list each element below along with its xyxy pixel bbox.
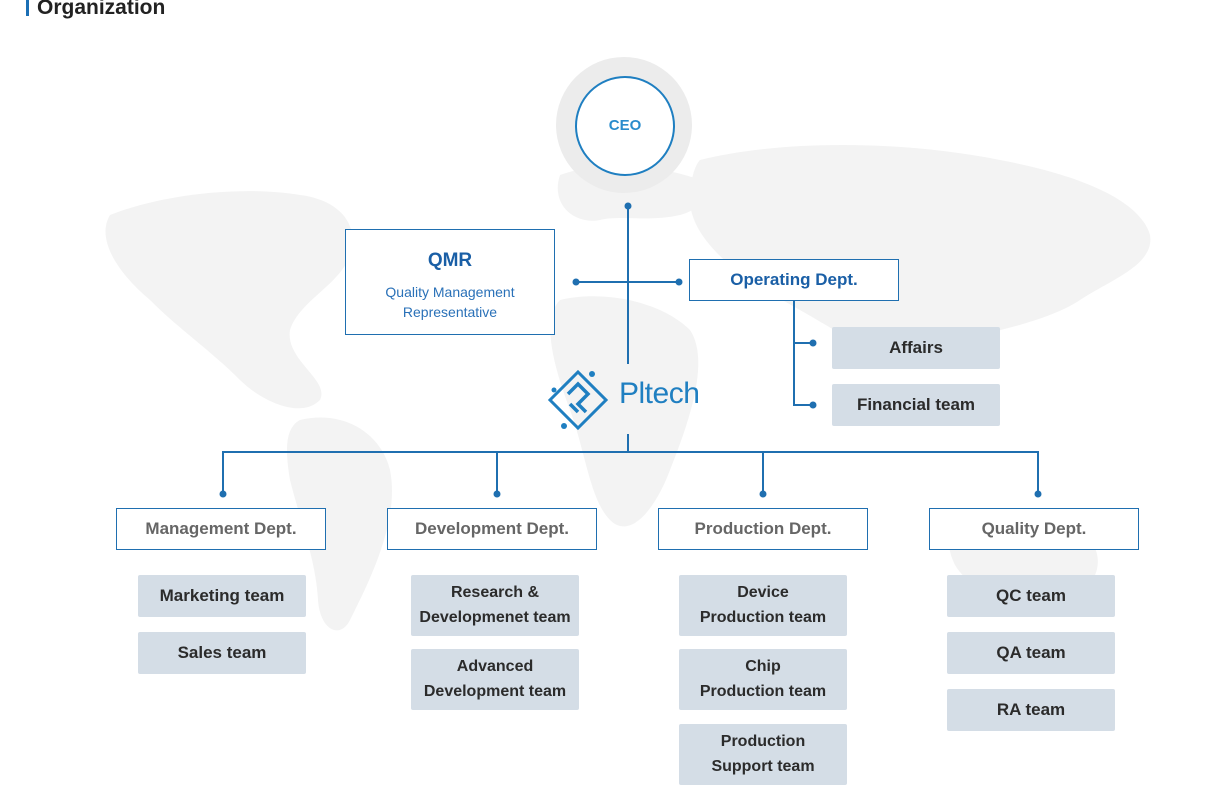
ra-team: RA team <box>947 689 1115 731</box>
advanced-development-team: Advanced Development team <box>411 649 579 710</box>
ceo-label: CEO <box>608 117 642 134</box>
team-line: Device <box>737 584 789 601</box>
team-line: Production <box>720 733 806 750</box>
qa-team: QA team <box>947 632 1115 674</box>
pltech-logo-text: Pltech <box>619 377 700 410</box>
chip-production-team: Chip Production team <box>679 649 847 710</box>
qmr-box <box>345 229 555 335</box>
team-line: Production team <box>699 609 827 626</box>
production-support-team: Production Support team <box>679 724 847 785</box>
qc-team: QC team <box>947 575 1115 617</box>
operating-dept-box: Operating Dept. <box>689 259 899 301</box>
team-line: Support team <box>711 758 815 775</box>
qmr-title: QMR <box>427 250 473 271</box>
affairs-team: Affairs <box>832 327 1000 369</box>
ceo-circle <box>575 76 675 176</box>
heading-accent-bar <box>26 0 29 16</box>
development-dept-box: Development Dept. <box>387 508 597 550</box>
qmr-subtitle-line2: Representative <box>402 304 498 320</box>
production-dept-box: Production Dept. <box>658 508 868 550</box>
team-line: Production team <box>699 683 827 700</box>
qmr-subtitle: Quality Management Representative <box>345 282 555 322</box>
sales-team: Sales team <box>138 632 306 674</box>
page-title: Organization <box>37 0 166 19</box>
team-line: Advanced <box>456 658 534 675</box>
management-dept-box: Management Dept. <box>116 508 326 550</box>
team-line: Developmenet team <box>419 609 571 626</box>
team-line: Chip <box>745 658 781 675</box>
pltech-logo-icon <box>547 369 609 431</box>
quality-dept-box: Quality Dept. <box>929 508 1139 550</box>
research-development-team: Research & Developmenet team <box>411 575 579 636</box>
marketing-team: Marketing team <box>138 575 306 617</box>
team-line: Research & <box>450 584 540 601</box>
device-production-team: Device Production team <box>679 575 847 636</box>
qmr-subtitle-line1: Quality Management <box>385 284 515 300</box>
financial-team: Financial team <box>832 384 1000 426</box>
team-line: Development team <box>423 683 567 700</box>
